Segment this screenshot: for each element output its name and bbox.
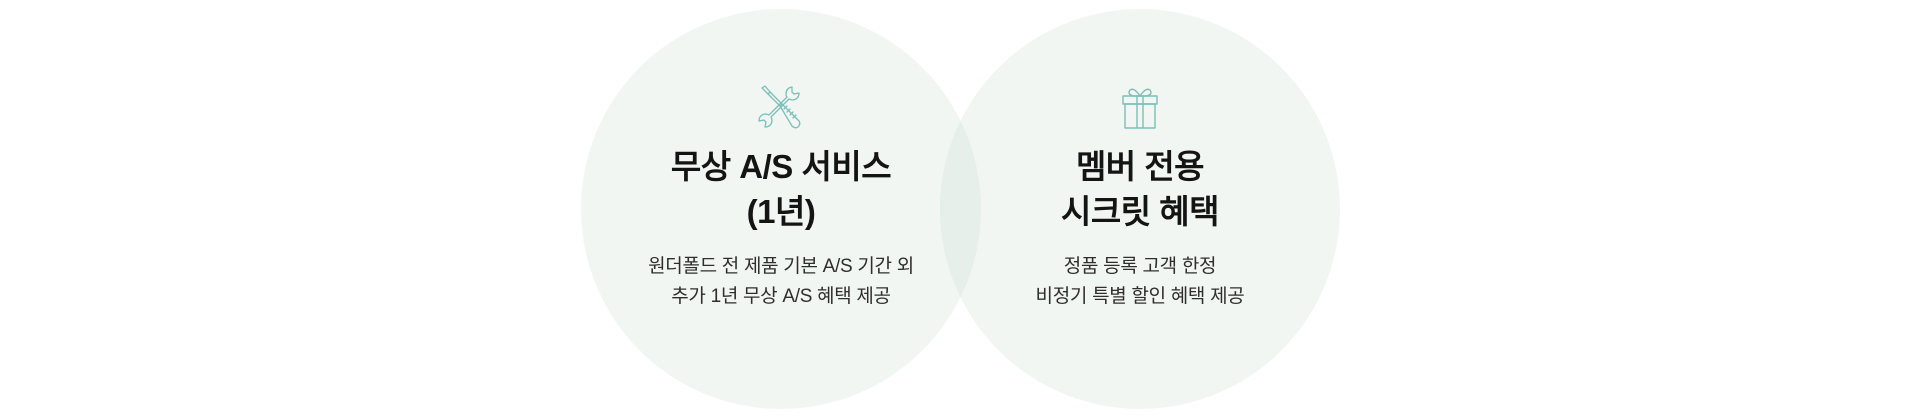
tools-icon [756, 84, 806, 130]
benefit-title: 멤버 전용 시크릿 혜택 [940, 144, 1340, 234]
benefit-title-line-1: 무상 A/S 서비스 [670, 148, 892, 185]
benefit-title-line-2: 시크릿 혜택 [1061, 193, 1219, 230]
benefit-description-line-1: 정품 등록 고객 한정 [1063, 256, 1217, 277]
benefit-description-line-1: 원더폴드 전 제품 기본 A/S 기간 외 [648, 256, 914, 277]
benefit-description-line-2: 추가 1년 무상 A/S 혜택 제공 [671, 286, 891, 307]
benefit-title-line-1: 멤버 전용 [1075, 148, 1205, 185]
benefit-description-line-2: 비정기 특별 할인 혜택 제공 [1035, 286, 1245, 307]
benefit-description: 정품 등록 고객 한정 비정기 특별 할인 혜택 제공 [940, 252, 1340, 312]
benefit-circle-left [581, 9, 981, 409]
benefit-title-line-2: (1년) [746, 193, 816, 230]
benefit-description: 원더폴드 전 제품 기본 A/S 기간 외 추가 1년 무상 A/S 혜택 제공 [581, 252, 981, 312]
gift-icon [1121, 86, 1159, 130]
benefit-title: 무상 A/S 서비스 (1년) [581, 144, 981, 234]
benefit-circle-right [940, 9, 1340, 409]
benefit-card-free-as: 무상 A/S 서비스 (1년) 원더폴드 전 제품 기본 A/S 기간 외 추가… [581, 0, 981, 419]
benefit-card-member-secret: 멤버 전용 시크릿 혜택 정품 등록 고객 한정 비정기 특별 할인 혜택 제공 [940, 0, 1340, 419]
